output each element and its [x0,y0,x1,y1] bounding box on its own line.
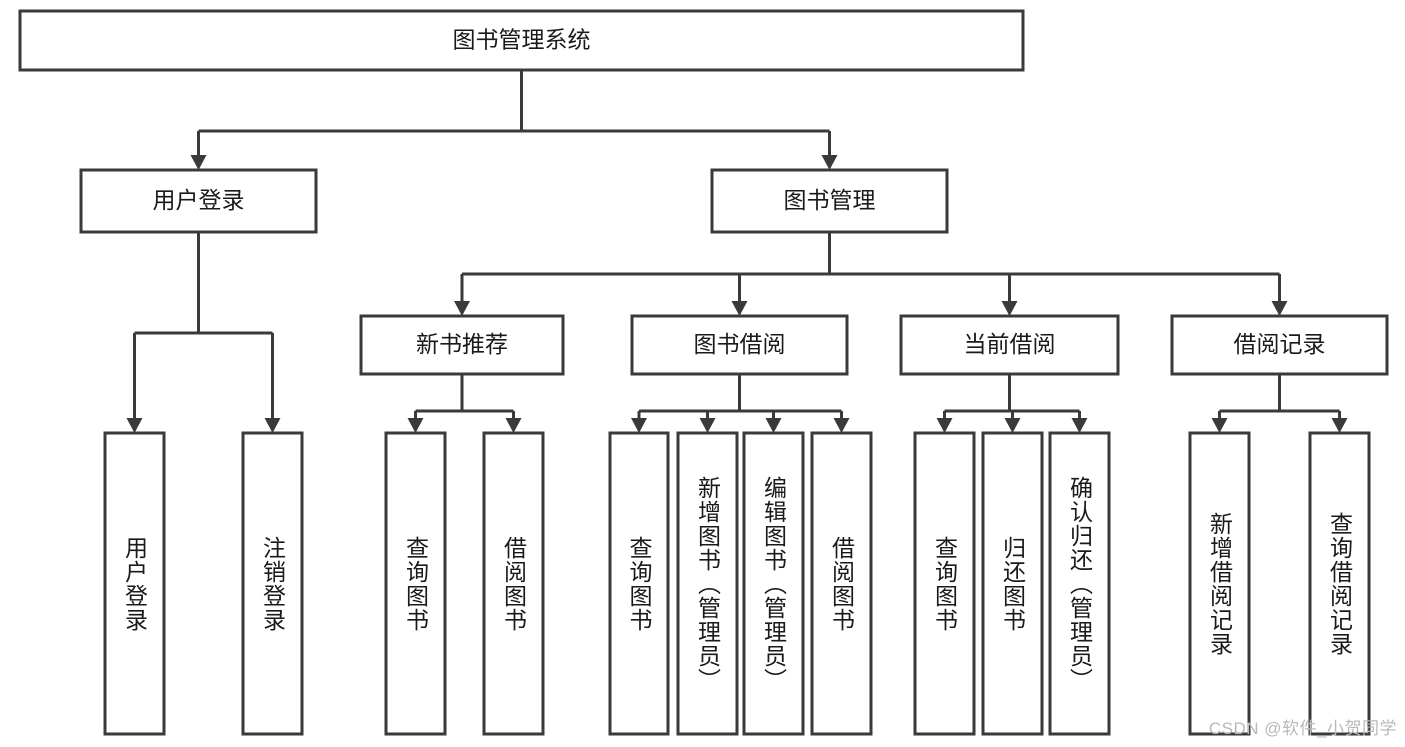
node-leaf-2[interactable] [384,431,447,736]
group-3-to-leaf-0-arrow-icon [936,418,953,433]
node-level2-0[interactable] [79,168,318,234]
group-1-to-leaf-0-arrow-icon [407,418,424,433]
group-2-to-leaf-1-arrow-icon [699,418,716,433]
node-level2-1[interactable] [710,168,949,234]
group-4-to-leaf-1-arrow-icon [1331,418,1348,433]
node-level3-0-label: 新书推荐 [416,331,508,357]
node-level3-2[interactable] [899,314,1120,376]
group-0-to-leaf-1-arrow-icon [264,418,281,433]
mgr-to-level3-1-arrow-icon [731,301,748,316]
node-level3-3-label: 借阅记录 [1234,331,1326,357]
node-root-label: 图书管理系统 [453,27,591,53]
node-leaf-5[interactable] [676,431,739,736]
group-3-to-leaf-1-arrow-icon [1004,418,1021,433]
connector-layer [126,70,1348,433]
mgr-to-level3-0-arrow-icon [454,301,470,316]
node-leaf-11[interactable] [1188,431,1251,736]
mgr-to-level3-2-arrow-icon [1001,301,1018,316]
node-level3-1[interactable] [630,314,849,376]
watermark-text: CSDN @软件_小贺同学 [1208,719,1397,738]
node-leaf-12[interactable] [1308,431,1371,736]
group-2-to-leaf-2-arrow-icon [765,418,782,433]
root-to-level2-0-arrow-icon [190,155,207,170]
root-to-level2-1-arrow-icon [821,155,838,170]
node-level3-0[interactable] [359,314,565,376]
group-0-to-leaf-0-arrow-icon [126,418,143,433]
group-2-to-leaf-3-arrow-icon [833,418,850,433]
node-leaf-10[interactable] [1048,431,1111,736]
group-1-to-leaf-1-arrow-icon [505,418,522,433]
group-3-to-leaf-2-arrow-icon [1071,418,1088,433]
node-leaf-3[interactable] [482,431,545,736]
mgr-to-level3-3-arrow-icon [1271,301,1288,316]
node-root[interactable] [18,9,1025,72]
node-level2-0-label: 用户登录 [153,187,245,213]
node-leaf-0[interactable] [103,431,166,736]
node-level3-2-label: 当前借阅 [964,331,1056,357]
node-box-layer [18,9,1389,736]
group-4-to-leaf-0-arrow-icon [1211,418,1228,433]
group-2-to-leaf-0-arrow-icon [631,418,647,433]
node-leaf-8[interactable] [913,431,976,736]
node-level3-3[interactable] [1170,314,1389,376]
node-leaf-7[interactable] [810,431,873,736]
node-leaf-9[interactable] [981,431,1044,736]
node-level3-1-label: 图书借阅 [694,331,786,357]
node-leaf-1[interactable] [241,431,304,736]
node-leaf-4[interactable] [608,431,670,736]
node-level2-1-label: 图书管理 [784,187,876,213]
node-leaf-6[interactable] [742,431,805,736]
